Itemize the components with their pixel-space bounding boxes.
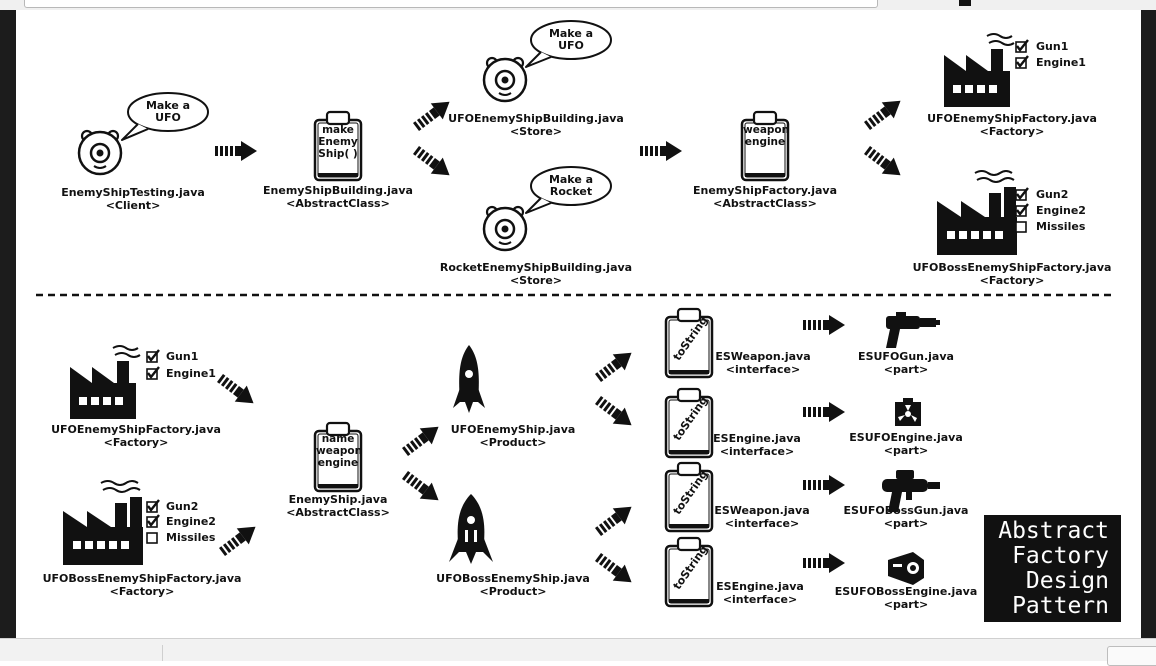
arrow-factory-to-boss-factory [860,142,907,184]
arrow-boss-ship-to-engine [591,549,638,591]
ufo-rocket-icon [453,345,485,413]
ufo-gun-icon [886,312,940,348]
enemyship-note-text: name weapon engine [316,433,363,469]
client-character-icon [77,129,123,176]
ufo-ship-label: UFOEnemyShip.java<Product> [450,423,576,449]
status-separator [162,645,163,661]
ufo-factory-label-bottom: UFOEnemyShipFactory.java<Factory> [51,423,221,449]
factory-note-text: weapon engine [743,124,790,148]
ufo-factory-label-top: UFOEnemyShipFactory.java<Factory> [927,112,1097,138]
enemyship-label: EnemyShip.java<AbstractClass> [286,493,390,519]
check-label-missiles-top: Missiles [1036,220,1086,233]
esweapon-label: ESWeapon.java<interface> [715,350,811,376]
toolbar-icon[interactable] [959,0,971,6]
ufo-gun-label: ESUFOGun.java<part> [858,350,954,376]
check-gun2-top [1014,186,1030,202]
check-engine1-bottom [145,365,161,381]
arrow-enemyship-to-boss-ship [398,467,445,509]
check-label-gun1-bottom: Gun1 [166,350,199,363]
boss-factory-label-bottom: UFOBossEnemyShipFactory.java<Factory> [42,572,242,598]
building-note-text: make Enemy Ship( ) [318,124,358,160]
check-label-engine2-top: Engine2 [1036,204,1086,217]
ufo-engine-label: ESUFOEngine.java<part> [849,431,963,457]
speech-bubble-ufo-building [525,20,612,68]
rocket-building-label: RocketEnemyShipBuilding.java<Store> [439,261,633,287]
check-gun1-top [1014,38,1030,54]
boss-factory-label-top: UFOBossEnemyShipFactory.java<Factory> [912,261,1112,287]
address-bar[interactable] [24,0,878,8]
browser-top-bar [0,0,1156,10]
check-gun1-bottom [145,348,161,364]
arrow-to-boss-engine [803,553,845,573]
boss-gun-label: ESUFOBossGun.java<part> [843,504,969,530]
building-label: EnemyShipBuilding.java<AbstractClass> [263,184,413,210]
check-gun2-bottom [145,498,161,514]
boss-rocket-icon [449,494,493,564]
arrow-to-ufo-engine [803,402,845,422]
check-engine2-top [1014,202,1030,218]
arrow-ufo-factory-to-enemyship [213,370,260,412]
arrow-to-boss-gun [803,475,845,495]
ufo-store-character-icon [482,56,528,103]
arrow-factory-to-ufo-factory [860,92,907,134]
ufo-building-speech-text: Make a UFO [548,27,594,52]
arrow-ufo-ship-to-weapon [591,344,638,386]
boss-engine-label: ESUFOBossEngine.java<part> [834,585,978,611]
check-label-engine2-bottom: Engine2 [166,515,216,528]
arrow-boss-ship-to-weapon [591,498,638,540]
arrow-enemyship-to-ufo-ship [398,418,445,460]
check-label-engine1-bottom: Engine1 [166,367,216,380]
arrow-to-ufo-gun [803,315,845,335]
diagram-title: Abstract Factory Design Pattern [998,518,1109,619]
check-engine2-bottom [145,513,161,529]
boss-factory-icon-bottom [62,480,144,566]
esengine-label: ESEngine.java<interface> [713,432,801,458]
arrow-ufo-ship-to-engine [591,392,638,434]
speech-bubble-client [121,92,209,141]
boss-gun-icon [882,470,940,512]
arrow-client-to-building [215,141,257,161]
check-label-engine1-top: Engine1 [1036,56,1086,69]
arrow-boss-factory-to-enemyship [215,518,262,560]
boss-engine-icon [888,552,924,585]
left-margin [0,10,16,638]
arrow-building-to-rocket [409,142,456,184]
check-label-gun2-bottom: Gun2 [166,500,199,513]
client-label: EnemyShipTesting.java<Client> [61,186,205,212]
factory-label: EnemyShipFactory.java<AbstractClass> [692,184,838,210]
esengine-boss-label: ESEngine.java<interface> [716,580,804,606]
right-margin [1141,10,1156,638]
speech-bubble-rocket-building [525,166,612,214]
rocket-building-speech-text: Make a Rocket [548,173,594,198]
ufo-factory-icon-top [943,33,1015,108]
ufo-engine-icon [895,398,921,426]
boss-factory-icon-top [936,170,1018,256]
boss-ship-label: UFOBossEnemyShip.java<Product> [436,572,590,598]
check-engine1-top [1014,54,1030,70]
check-label-gun1-top: Gun1 [1036,40,1069,53]
box-missiles-bottom [146,532,158,544]
box-missiles-top [1015,221,1027,233]
check-label-missiles-bottom: Missiles [166,531,216,544]
ufo-factory-icon-bottom [69,345,141,420]
bottom-status-bar [0,638,1156,666]
arrow-stores-to-factory [640,141,682,161]
rocket-store-character-icon [482,205,528,252]
status-button[interactable] [1107,646,1156,666]
esweapon-boss-label: ESWeapon.java<interface> [714,504,810,530]
ufo-building-label: UFOEnemyShipBuilding.java<Store> [448,112,624,138]
client-speech-text: Make a UFO [145,99,191,124]
title-box: Abstract Factory Design Pattern [984,515,1121,622]
check-label-gun2-top: Gun2 [1036,188,1069,201]
